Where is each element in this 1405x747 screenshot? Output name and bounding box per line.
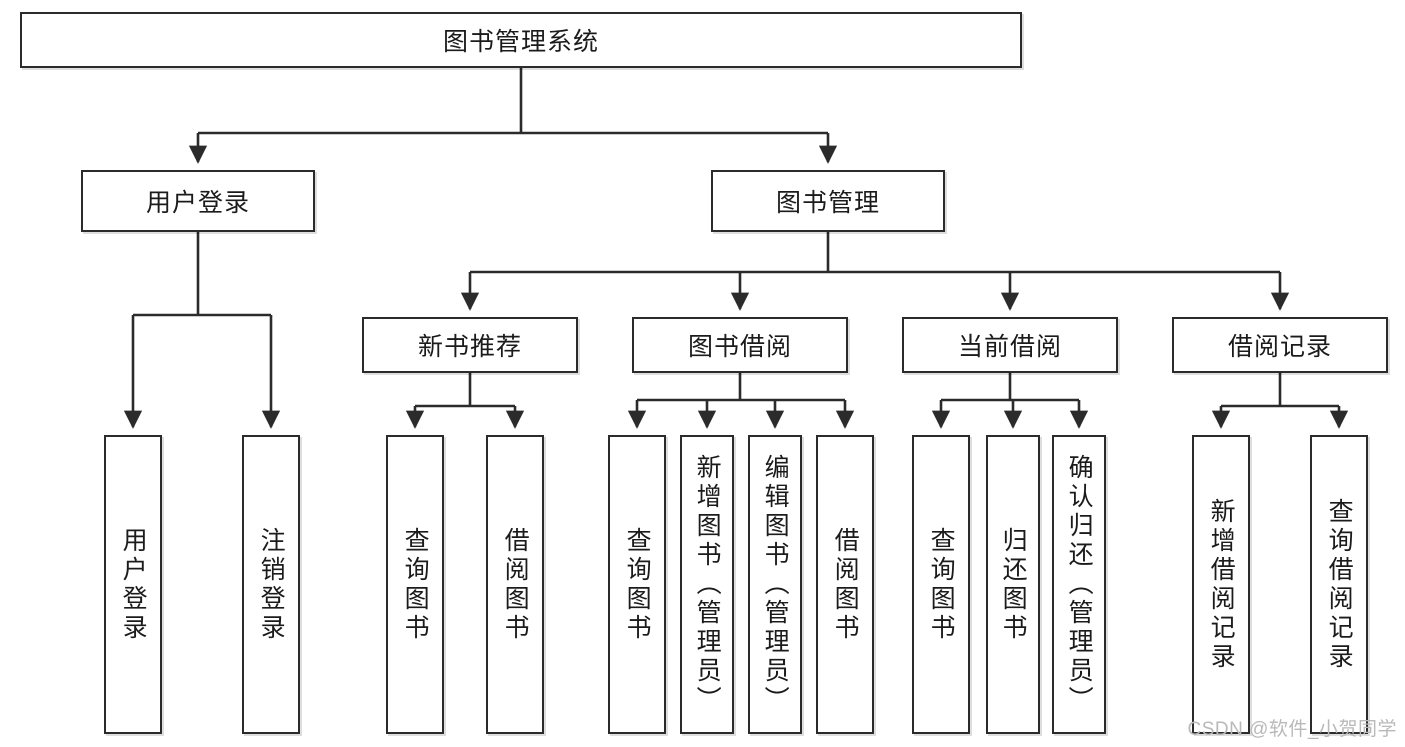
node-leaf-query-book-3[interactable]: 查询图书 [912, 435, 970, 734]
node-root-label: 图书管理系统 [442, 28, 599, 56]
node-leaf-query-book-2[interactable]: 查询图书 [608, 435, 666, 734]
node-leaf-add-book[interactable]: 新增图书（管理员） [680, 435, 734, 734]
node-leaf-query-book-2-label: 查询图书 [623, 526, 652, 643]
node-leaf-borrow-book-2-label: 借阅图书 [831, 526, 860, 643]
node-leaf-borrow-book-2[interactable]: 借阅图书 [816, 435, 874, 734]
node-leaf-add-record-label: 新增借阅记录 [1207, 497, 1236, 672]
node-user-login-label: 用户登录 [145, 189, 250, 217]
node-leaf-confirm-return[interactable]: 确认归还（管理员） [1052, 435, 1106, 734]
node-user-login[interactable]: 用户登录 [81, 170, 315, 232]
node-leaf-borrow-book-1[interactable]: 借阅图书 [486, 435, 544, 734]
node-leaf-query-book-3-label: 查询图书 [927, 526, 956, 643]
node-borrow-record[interactable]: 借阅记录 [1172, 317, 1388, 373]
node-root[interactable]: 图书管理系统 [20, 12, 1022, 68]
node-leaf-user-logout[interactable]: 注销登录 [242, 435, 300, 734]
node-leaf-edit-book-label: 编辑图书（管理员） [761, 454, 790, 715]
node-book-borrow-label: 图书借阅 [687, 333, 792, 361]
node-new-book-recommend-label: 新书推荐 [417, 333, 522, 361]
node-current-borrow-label: 当前借阅 [957, 333, 1062, 361]
node-current-borrow[interactable]: 当前借阅 [902, 317, 1118, 373]
node-leaf-confirm-return-label: 确认归还（管理员） [1065, 454, 1094, 715]
node-leaf-return-book[interactable]: 归还图书 [986, 435, 1040, 734]
node-leaf-return-book-label: 归还图书 [999, 526, 1028, 643]
node-leaf-edit-book[interactable]: 编辑图书（管理员） [748, 435, 802, 734]
node-leaf-query-record-label: 查询借阅记录 [1325, 497, 1354, 672]
node-book-manage-label: 图书管理 [775, 189, 880, 217]
node-borrow-record-label: 借阅记录 [1227, 333, 1332, 361]
node-leaf-user-login[interactable]: 用户登录 [104, 435, 162, 734]
node-book-manage[interactable]: 图书管理 [711, 170, 945, 232]
node-leaf-query-book-1[interactable]: 查询图书 [386, 435, 444, 734]
node-leaf-add-book-label: 新增图书（管理员） [693, 454, 722, 715]
node-leaf-query-record[interactable]: 查询借阅记录 [1310, 435, 1368, 734]
node-leaf-add-record[interactable]: 新增借阅记录 [1192, 435, 1250, 734]
node-leaf-borrow-book-1-label: 借阅图书 [501, 526, 530, 643]
node-leaf-user-logout-label: 注销登录 [257, 526, 286, 643]
node-new-book-recommend[interactable]: 新书推荐 [362, 317, 578, 373]
node-leaf-user-login-label: 用户登录 [119, 526, 148, 643]
node-book-borrow[interactable]: 图书借阅 [632, 317, 848, 373]
node-leaf-query-book-1-label: 查询图书 [401, 526, 430, 643]
